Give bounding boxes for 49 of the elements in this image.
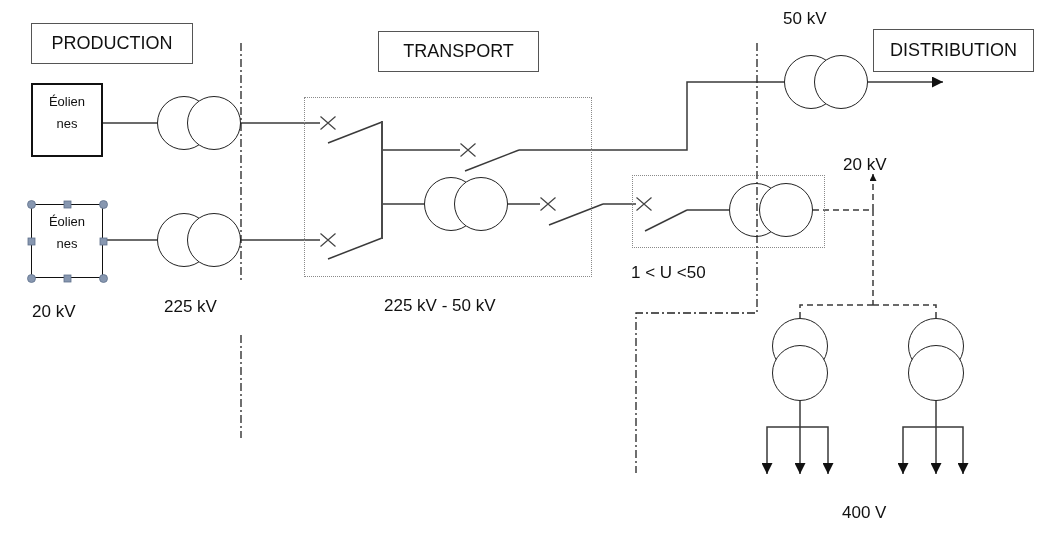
transformer-symbol — [157, 213, 241, 267]
breaker-switch-symbol — [636, 197, 687, 232]
breaker-switch-symbol — [320, 233, 382, 260]
transformer-symbol — [908, 318, 964, 401]
arrow — [799, 426, 834, 475]
wind-farm-block: Éolien nes — [31, 83, 103, 157]
dotted-frame — [304, 97, 592, 277]
voltage-label: 400 V — [842, 503, 887, 522]
wire-line — [602, 203, 637, 205]
wire-line — [240, 239, 321, 241]
section-header: DISTRIBUTION — [873, 29, 1034, 72]
voltage-label: 20 kV — [32, 302, 76, 321]
arrow — [869, 173, 877, 211]
wire-line — [799, 304, 874, 319]
breaker-switch-symbol — [540, 197, 603, 226]
wire-line — [382, 203, 425, 205]
wire-line — [102, 122, 158, 124]
arrow — [897, 426, 937, 475]
breaker-switch-symbol — [320, 116, 382, 144]
section-header: PRODUCTION — [31, 23, 193, 64]
dotted-frame — [632, 175, 825, 248]
wire-line — [686, 209, 730, 211]
breaker-switch-symbol — [460, 143, 519, 172]
wire-line — [872, 304, 937, 319]
voltage-label: 20 kV — [843, 155, 887, 174]
arrow — [867, 76, 944, 88]
transformer-symbol — [424, 177, 508, 231]
transformer-symbol — [772, 318, 828, 401]
arrow — [935, 426, 969, 475]
arrow — [794, 426, 806, 475]
wire-line — [240, 122, 321, 124]
wire-line — [382, 149, 461, 151]
section-header: TRANSPORT — [378, 31, 539, 72]
arrow — [930, 426, 942, 475]
wire-line — [518, 81, 785, 151]
wire-line — [507, 203, 541, 205]
wind-farm-block: Éolien nes — [31, 204, 103, 278]
wire-line — [872, 209, 874, 306]
transformer-symbol — [784, 55, 868, 109]
arrow — [761, 426, 801, 475]
voltage-label: 225 kV - 50 kV — [384, 296, 496, 315]
voltage-label: 1 < U <50 — [631, 263, 706, 282]
transformer-symbol — [157, 96, 241, 150]
voltage-label: 50 kV — [783, 9, 827, 28]
voltage-label: 225 kV — [164, 297, 217, 316]
wire-line — [935, 400, 937, 428]
busbar-line — [381, 121, 383, 239]
wire-line — [799, 400, 801, 428]
transformer-symbol — [729, 183, 813, 237]
